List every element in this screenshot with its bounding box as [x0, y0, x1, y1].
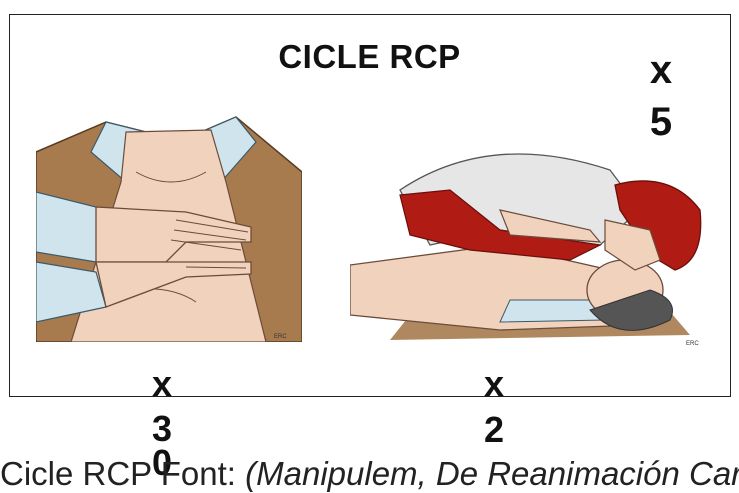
rescue-breath-illustration: ERC: [350, 150, 728, 350]
watermark-right: ERC: [686, 341, 699, 347]
watermark-left: ERC: [274, 334, 287, 340]
cycles-count: 5: [636, 102, 686, 142]
figure-title: CICLE RCP: [0, 38, 739, 76]
cycles-x: x: [636, 50, 686, 90]
breaths-x: x: [474, 366, 514, 402]
figure-caption: Cicle RCP Font: (Manipulem, De Reanimaci…: [0, 455, 739, 493]
chest-compression-illustration: ERC: [36, 112, 302, 342]
compressions-x: x: [142, 366, 182, 402]
caption-lead: Cicle RCP Font:: [0, 455, 236, 492]
breaths-multiplier: x 2: [474, 366, 514, 448]
breaths-count: 2: [474, 412, 514, 448]
cycles-multiplier: x 5: [636, 50, 686, 142]
caption-source: (Manipulem, De Reanimación Cardio: [245, 455, 739, 492]
